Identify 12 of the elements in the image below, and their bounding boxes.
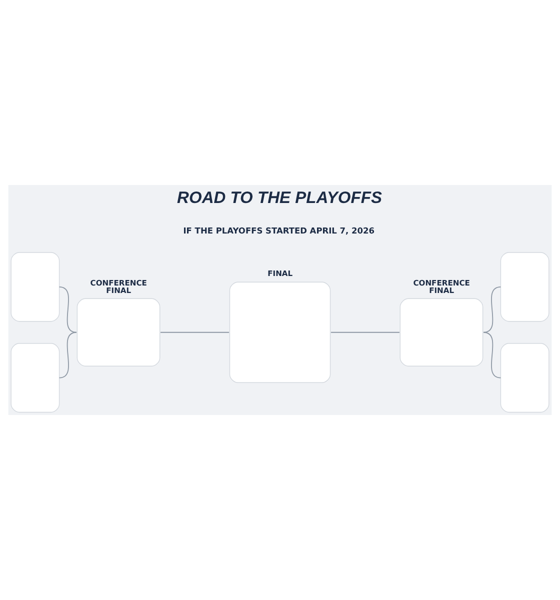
connector: [58, 286, 77, 333]
connector: [483, 286, 502, 333]
node-box: [10, 252, 60, 322]
connector: [330, 332, 400, 333]
diagram-title: ROAD TO THE PLAYOFFS: [177, 188, 382, 208]
connector: [483, 332, 502, 378]
node-box: [500, 343, 550, 413]
label: IF THE PLAYOFFS STARTED APRIL 7, 2026: [183, 225, 375, 236]
connector: [160, 332, 230, 333]
node-box: [10, 343, 60, 413]
connector: [58, 332, 77, 378]
node-box: [500, 252, 550, 322]
